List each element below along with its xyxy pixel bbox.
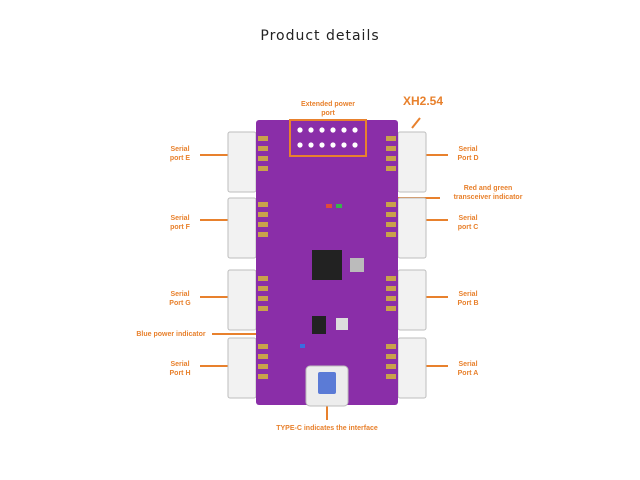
typec-label: TYPE-C indicates the interface	[276, 425, 378, 432]
serial-e-label: Serial port E	[169, 146, 191, 162]
serial-f-label: Serial port F	[170, 215, 190, 231]
regulator	[312, 316, 326, 334]
xh-label: XH2.54	[403, 94, 444, 108]
extended-power-label: Extended power port	[300, 101, 356, 117]
extended-power-box	[289, 119, 367, 157]
serial-a-label: Serial Port A	[457, 361, 479, 377]
serial-c-label: Serial port C	[457, 215, 479, 231]
blue-power-indicator-label: Blue power indicator	[136, 331, 206, 338]
header-holes	[297, 127, 358, 148]
serial-h-label: Serial Port H	[169, 361, 191, 377]
serial-d-label: Serial Port D	[457, 146, 479, 162]
red-green-indicator-label: Red and green transceiver indicator	[453, 185, 523, 201]
main-chip	[312, 250, 342, 280]
page-title: Product details	[260, 28, 380, 44]
pin-pads	[258, 136, 396, 379]
left-connectors	[227, 131, 257, 399]
serial-b-label: Serial Port B	[457, 291, 479, 307]
crystal	[350, 258, 364, 272]
serial-g-label: Serial Port G	[169, 291, 191, 307]
right-connectors	[397, 131, 427, 399]
usb-c-port	[318, 372, 336, 394]
button	[336, 318, 348, 330]
